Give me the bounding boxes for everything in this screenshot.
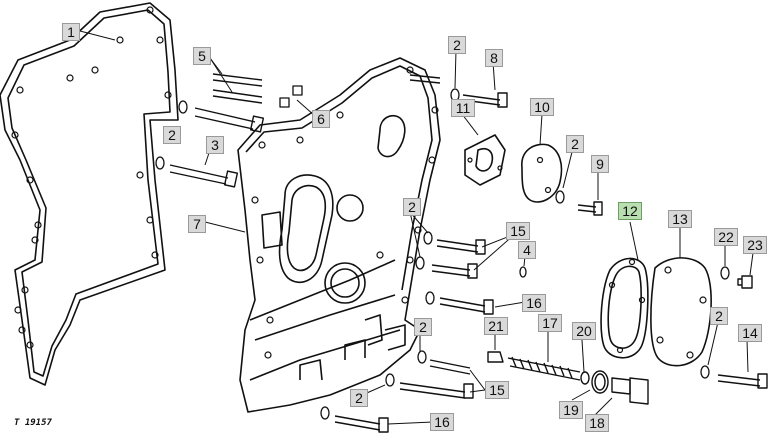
callout-5[interactable]: 5	[193, 47, 211, 65]
callout-1[interactable]: 1	[62, 23, 80, 41]
callout-2[interactable]: 2	[403, 198, 421, 216]
callout-12-highlighted[interactable]: 12	[618, 202, 642, 220]
callout-16[interactable]: 16	[522, 294, 546, 312]
washers	[155, 85, 730, 420]
callout-19[interactable]: 19	[559, 401, 583, 419]
pump-gasket	[600, 257, 649, 359]
callout-2[interactable]: 2	[710, 307, 728, 325]
callout-23[interactable]: 23	[743, 236, 767, 254]
front-cover-gasket	[0, 2, 179, 386]
callout-8[interactable]: 8	[485, 49, 503, 67]
callout-2[interactable]: 2	[448, 36, 466, 54]
pump-cover	[650, 257, 712, 367]
gasket-bolt-holes	[11, 6, 172, 349]
callout-6[interactable]: 6	[312, 110, 330, 128]
callout-2[interactable]: 2	[350, 389, 368, 407]
callout-3[interactable]: 3	[206, 136, 224, 154]
callout-15[interactable]: 15	[506, 222, 530, 240]
callout-13[interactable]: 13	[668, 210, 692, 228]
callout-17[interactable]: 17	[538, 314, 562, 332]
callout-18[interactable]: 18	[585, 414, 609, 432]
callout-9[interactable]: 9	[591, 155, 609, 173]
callout-7[interactable]: 7	[188, 215, 206, 233]
callout-11[interactable]: 11	[451, 99, 475, 117]
callout-10[interactable]: 10	[530, 98, 554, 116]
callout-16[interactable]: 16	[430, 413, 454, 431]
cover-plate-10	[521, 143, 563, 203]
callout-21[interactable]: 21	[484, 317, 508, 335]
callout-22[interactable]: 22	[714, 228, 738, 246]
relief-valve-parts	[487, 351, 649, 405]
callout-15[interactable]: 15	[485, 381, 509, 399]
callout-20[interactable]: 20	[572, 322, 596, 340]
callout-2[interactable]: 2	[414, 318, 432, 336]
gasket-11	[464, 134, 506, 186]
callout-4[interactable]: 4	[518, 241, 536, 259]
bolts	[169, 73, 768, 433]
callout-2[interactable]: 2	[163, 126, 181, 144]
callout-14[interactable]: 14	[738, 324, 762, 342]
callout-2[interactable]: 2	[566, 135, 584, 153]
figure-code: T 19157	[14, 418, 52, 428]
timing-gear-cover	[237, 57, 441, 413]
